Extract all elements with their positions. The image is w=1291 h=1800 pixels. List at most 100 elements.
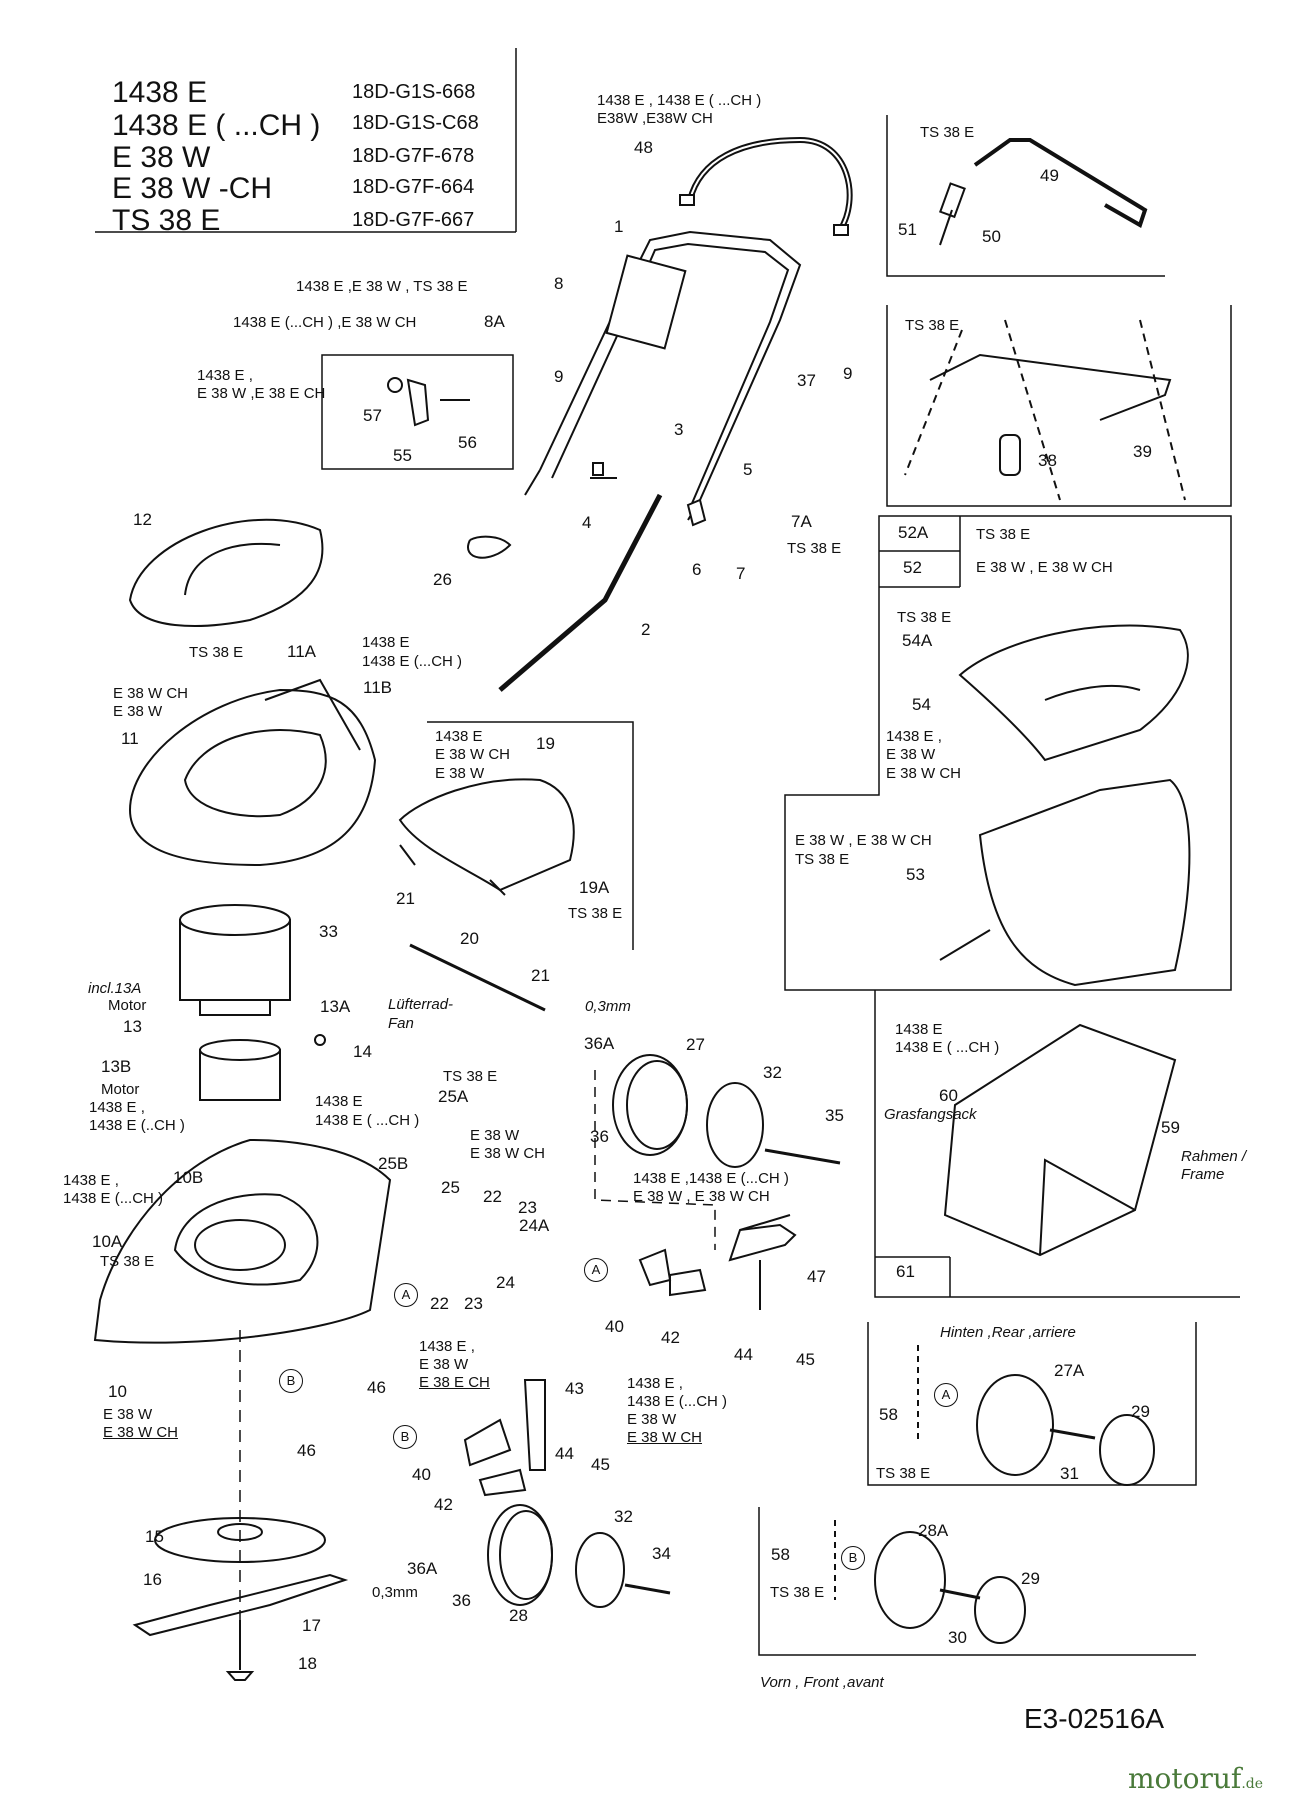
lower-rod-2 <box>498 462 707 692</box>
part-32-bottom: 32 <box>614 1507 633 1526</box>
part-58-rear: 58 <box>879 1405 898 1424</box>
part-37: 37 <box>797 371 816 390</box>
part-50: 50 <box>982 227 1001 246</box>
label-60-variant-b: 1438 E ( ...CH ) <box>895 1039 1000 1056</box>
blade-16 <box>132 1573 349 1637</box>
label-front: Vorn , Front ,avant <box>760 1674 884 1691</box>
label-rear-model: TS 38 E <box>876 1465 931 1482</box>
part-36-bottom: 36 <box>452 1591 471 1610</box>
part-27a: 27A <box>1054 1361 1085 1380</box>
label-55-variant-b: E 38 W ,E 38 E CH <box>197 385 326 402</box>
cable-tie-26 <box>467 535 512 559</box>
part-2: 2 <box>641 620 651 639</box>
label-thickness-b: 0,3mm <box>372 1584 418 1601</box>
part-21-bottom: 21 <box>531 966 550 985</box>
label-25-variant-b: E 38 W CH <box>470 1145 546 1162</box>
part-7a: 7A <box>791 512 812 531</box>
part-17: 17 <box>302 1616 321 1635</box>
model-code-4: 18D-G7F-664 <box>352 176 475 198</box>
frame-lines <box>95 48 1240 1656</box>
label-fan-en: Fan <box>388 1015 414 1032</box>
label-43-variant-a: 1438 E , <box>627 1375 683 1392</box>
part-11a: 11A <box>287 642 316 661</box>
part-8a: 8A <box>484 312 505 331</box>
diagram-id: E3-02516A <box>1024 1703 1165 1734</box>
part-29-rear: 29 <box>1131 1402 1150 1421</box>
label-25b-variant-a: 1438 E <box>315 1093 363 1110</box>
part-18: 18 <box>298 1654 317 1673</box>
part-31: 31 <box>1060 1464 1079 1483</box>
part-35: 35 <box>825 1106 844 1125</box>
label-11-variant-a: E 38 W CH <box>113 685 189 702</box>
part-47: 47 <box>807 1267 826 1286</box>
part-52: 52 <box>903 558 922 577</box>
part-36a-bottom: 36A <box>407 1559 438 1578</box>
part-13a: 13A <box>320 997 351 1016</box>
model-code-5: 18D-G7F-667 <box>352 209 475 231</box>
part-46-bottom: 46 <box>297 1441 316 1460</box>
part-61: 61 <box>896 1262 915 1281</box>
marker-b-bracket: B <box>393 1425 417 1449</box>
label-25a-top: TS 38 E <box>443 1068 498 1085</box>
part-40-bottom: 40 <box>412 1465 431 1484</box>
part-42-bottom: 42 <box>434 1495 453 1514</box>
part-7: 7 <box>736 564 746 583</box>
part-53: 53 <box>906 865 925 884</box>
label-49-variant: TS 38 E <box>920 124 975 141</box>
cover-19 <box>398 778 575 896</box>
label-rahmen: Rahmen / <box>1181 1148 1247 1165</box>
handle-49 <box>939 138 1148 246</box>
motor-housing-33 <box>179 904 291 1016</box>
label-25b-variant-b: 1438 E ( ...CH ) <box>315 1112 420 1129</box>
part-39: 39 <box>1133 442 1152 461</box>
label-frame: Frame <box>1181 1166 1225 1183</box>
label-fan-de: Lüfterrad- <box>388 996 454 1013</box>
part-6: 6 <box>692 560 702 579</box>
part-30: 30 <box>948 1628 967 1647</box>
part-19a: 19A <box>579 878 610 897</box>
part-9-right: 9 <box>843 364 853 383</box>
label-53-variant-b: TS 38 E <box>795 851 850 868</box>
marker-b-deck: B <box>279 1369 303 1393</box>
label-19a-variant: TS 38 E <box>568 905 623 922</box>
label-10-variant-a: E 38 W <box>103 1406 153 1423</box>
marker-a-rear: A <box>934 1383 958 1407</box>
wheel-27 <box>594 1054 841 1250</box>
motor-cover-11 <box>128 678 377 867</box>
label-motor: Motor <box>108 997 147 1014</box>
label-53-variant-a: E 38 W , E 38 W CH <box>795 832 932 849</box>
part-10: 10 <box>108 1382 127 1401</box>
part-58-front: 58 <box>771 1545 790 1564</box>
label-11a-variant: TS 38 E <box>189 644 244 661</box>
label-13b-variant-b: 1438 E (..CH ) <box>89 1117 185 1134</box>
part-24a: 24A <box>519 1216 550 1235</box>
part-54a: 54A <box>902 631 933 650</box>
label-43-variant-d: E 38 W CH <box>627 1429 703 1446</box>
part-56: 56 <box>458 433 477 452</box>
part-42-top: 42 <box>661 1328 680 1347</box>
part-13b: 13B <box>101 1057 132 1076</box>
part-20: 20 <box>460 929 479 948</box>
label-11b-variant-b: 1438 E (...CH ) <box>362 653 463 670</box>
label-rear: Hinten ,Rear ,arriere <box>940 1324 1076 1341</box>
part-28a: 28A <box>918 1521 949 1540</box>
label-19-variant-c: E 38 W <box>435 765 485 782</box>
part-22-left: 22 <box>430 1294 449 1313</box>
part-16: 16 <box>143 1570 162 1589</box>
part-45-bottom: 45 <box>591 1455 610 1474</box>
label-54a-variant: TS 38 E <box>897 609 952 626</box>
part-14: 14 <box>353 1042 372 1061</box>
part-11: 11 <box>121 729 139 748</box>
catcher-53 <box>939 778 1191 987</box>
handle-cable-48 <box>679 136 853 236</box>
part-8: 8 <box>554 274 564 293</box>
part-51: 51 <box>898 220 917 239</box>
part-48: 48 <box>634 138 653 157</box>
part-27: 27 <box>686 1035 705 1054</box>
label-54-variant-a: 1438 E , <box>886 728 942 745</box>
part-36-top: 36 <box>590 1127 609 1146</box>
part-23-left: 23 <box>464 1294 483 1313</box>
label-54-variant-c: E 38 W CH <box>886 765 962 782</box>
part-15: 15 <box>145 1527 164 1546</box>
